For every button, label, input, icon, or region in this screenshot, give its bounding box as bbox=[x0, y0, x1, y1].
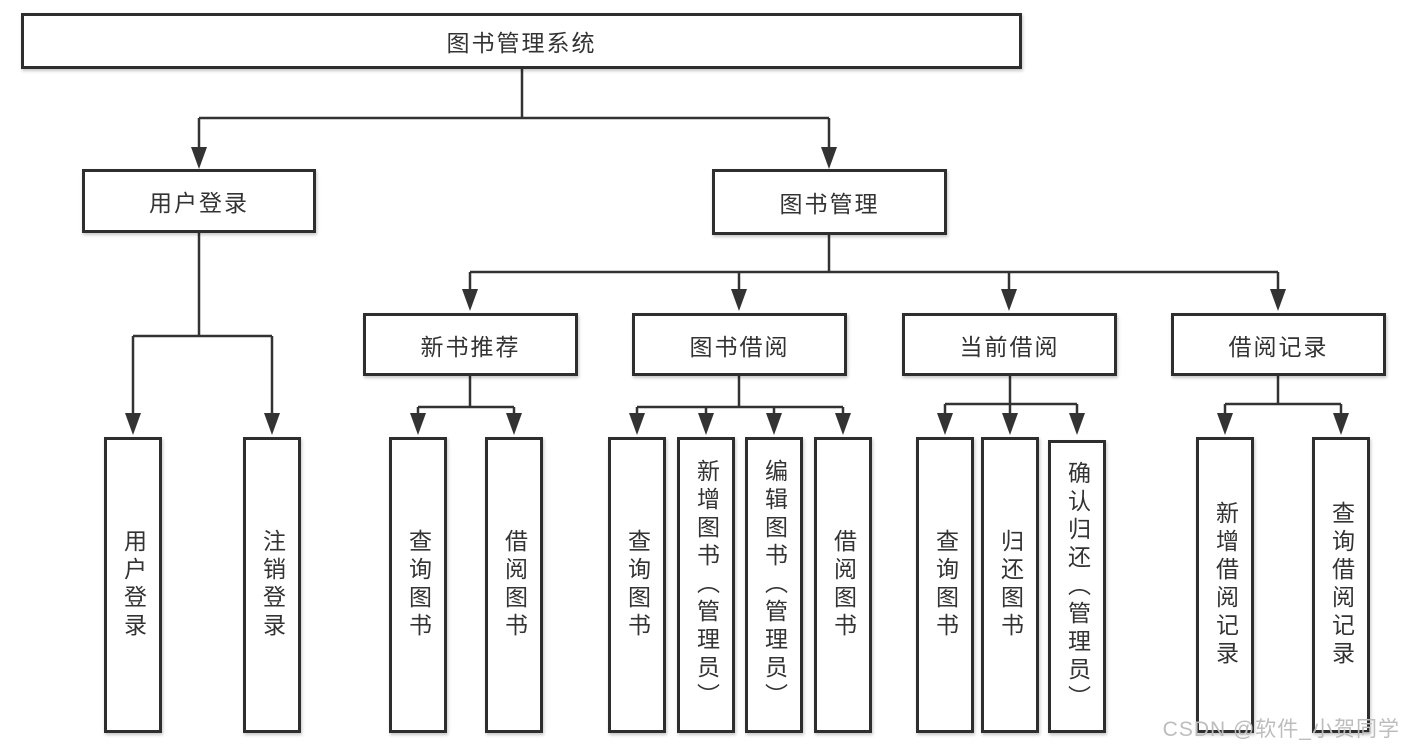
arrowhead bbox=[1001, 289, 1017, 311]
connector-book-mgmt bbox=[468, 235, 1280, 292]
arrowhead bbox=[1333, 413, 1349, 435]
arrowhead bbox=[462, 289, 478, 311]
node-book-borrowing: 图书借阅 bbox=[632, 313, 847, 376]
connector-root bbox=[197, 69, 831, 150]
leaf-borrow-books-1: 借阅图书 bbox=[485, 437, 543, 733]
leaf-user-login: 用户登录 bbox=[104, 437, 162, 733]
leaf-add-books-admin: 新增图书（管理员） bbox=[677, 437, 735, 733]
arrowhead bbox=[506, 413, 522, 435]
arrowhead bbox=[1270, 289, 1286, 311]
leaf-user-login-label: 用户登录 bbox=[120, 529, 147, 641]
leaf-query-borrow-record: 查询借阅记录 bbox=[1312, 437, 1370, 733]
arrowhead bbox=[1217, 413, 1233, 435]
node-book-management: 图书管理 bbox=[712, 169, 947, 235]
arrowhead bbox=[698, 413, 714, 435]
leaf-query-books-3-label: 查询图书 bbox=[932, 529, 959, 641]
arrowhead bbox=[937, 413, 953, 435]
arrowhead bbox=[125, 413, 141, 435]
arrowhead bbox=[1069, 413, 1085, 435]
node-current-borrowing-label: 当前借阅 bbox=[959, 333, 1060, 360]
node-new-book-recommend-label: 新书推荐 bbox=[420, 333, 521, 360]
connector-user-login bbox=[131, 233, 274, 416]
leaf-return-books: 归还图书 bbox=[981, 437, 1039, 733]
leaf-confirm-return-admin: 确认归还（管理员） bbox=[1048, 440, 1106, 733]
leaf-query-books-3: 查询图书 bbox=[916, 437, 974, 733]
node-root: 图书管理系统 bbox=[21, 13, 1022, 69]
leaf-add-borrow-record-label: 新增借阅记录 bbox=[1212, 501, 1239, 669]
node-user-login: 用户登录 bbox=[82, 169, 316, 233]
arrowhead bbox=[821, 147, 837, 169]
leaf-add-borrow-record: 新增借阅记录 bbox=[1196, 437, 1254, 733]
arrowhead bbox=[731, 289, 747, 311]
leaf-return-books-label: 归还图书 bbox=[997, 529, 1024, 641]
leaf-edit-books-admin-label: 编辑图书（管理员） bbox=[761, 459, 788, 711]
node-user-login-label: 用户登录 bbox=[149, 190, 249, 216]
node-current-borrowing: 当前借阅 bbox=[902, 313, 1117, 376]
node-book-management-label: 图书管理 bbox=[779, 191, 880, 217]
arrowhead bbox=[1002, 413, 1018, 435]
leaf-logout: 注销登录 bbox=[243, 437, 301, 733]
csdn-watermark: CSDN @软件_小贺同学 bbox=[1162, 718, 1400, 741]
node-new-book-recommend: 新书推荐 bbox=[363, 313, 578, 376]
leaf-confirm-return-admin-label: 确认归还（管理员） bbox=[1064, 460, 1091, 713]
arrowhead bbox=[410, 413, 426, 435]
node-root-label: 图书管理系统 bbox=[446, 30, 597, 56]
arrowhead bbox=[191, 147, 207, 169]
connector-book-borrow bbox=[635, 376, 845, 416]
leaf-query-books-1-label: 查询图书 bbox=[405, 529, 432, 641]
node-borrowing-records-label: 借阅记录 bbox=[1228, 333, 1329, 360]
connector-current-borrow bbox=[943, 376, 1079, 416]
connector-new-book bbox=[416, 376, 516, 416]
arrowhead bbox=[766, 413, 782, 435]
node-borrowing-records: 借阅记录 bbox=[1171, 313, 1386, 376]
leaf-add-books-admin-label: 新增图书（管理员） bbox=[693, 459, 720, 711]
leaf-logout-label: 注销登录 bbox=[259, 529, 286, 641]
leaf-query-books-2-label: 查询图书 bbox=[624, 529, 651, 641]
leaf-query-borrow-record-label: 查询借阅记录 bbox=[1328, 501, 1355, 669]
connector-borrow-record bbox=[1223, 376, 1343, 416]
leaf-borrow-books-2: 借阅图书 bbox=[814, 437, 872, 733]
arrowhead bbox=[629, 413, 645, 435]
arrowhead bbox=[264, 413, 280, 435]
leaf-borrow-books-1-label: 借阅图书 bbox=[501, 529, 528, 641]
node-book-borrowing-label: 图书借阅 bbox=[689, 333, 790, 360]
leaf-query-books-2: 查询图书 bbox=[608, 437, 666, 733]
leaf-edit-books-admin: 编辑图书（管理员） bbox=[745, 437, 803, 733]
arrowhead bbox=[835, 413, 851, 435]
leaf-borrow-books-2-label: 借阅图书 bbox=[830, 529, 857, 641]
leaf-query-books-1: 查询图书 bbox=[389, 437, 447, 733]
